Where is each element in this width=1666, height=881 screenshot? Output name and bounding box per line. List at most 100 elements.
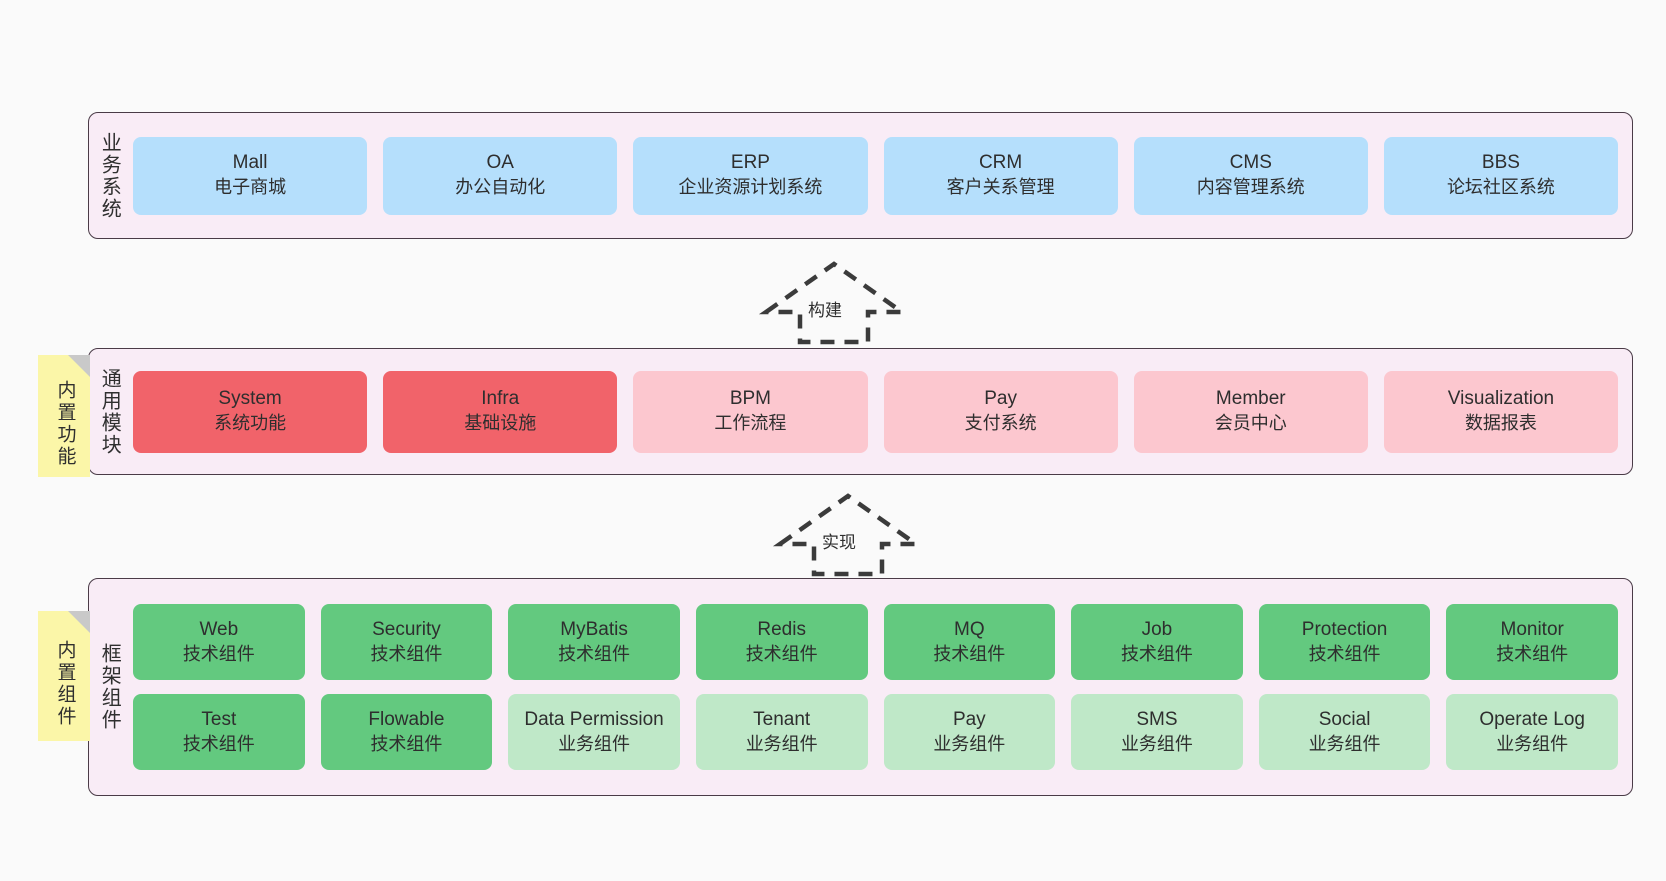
card-subtitle: 业务组件 bbox=[1496, 733, 1569, 754]
card-subtitle: 工作流程 bbox=[714, 413, 787, 434]
card-subtitle: 技术组件 bbox=[1496, 643, 1569, 664]
card-data-permission[interactable]: Data Permission 业务组件 bbox=[508, 694, 680, 770]
card-job[interactable]: Job 技术组件 bbox=[1071, 604, 1243, 680]
sticky-note-builtin-component: 内置组件 bbox=[38, 611, 90, 741]
card-subtitle: 内容管理系统 bbox=[1196, 177, 1305, 198]
card-protection[interactable]: Protection 技术组件 bbox=[1258, 604, 1431, 680]
card-title: Tenant bbox=[753, 708, 811, 730]
card-title: Security bbox=[372, 618, 441, 640]
card-oa[interactable]: OA 办公自动化 bbox=[383, 136, 618, 215]
card-subtitle: 业务组件 bbox=[1308, 733, 1381, 754]
card-title: CRM bbox=[978, 152, 1023, 174]
card-pay-business[interactable]: Pay 业务组件 bbox=[883, 694, 1056, 770]
connector-build-label: 构建 bbox=[806, 296, 844, 321]
card-subtitle: 技术组件 bbox=[745, 643, 818, 664]
card-pay[interactable]: Pay 支付系统 bbox=[883, 370, 1118, 453]
card-visualization[interactable]: Visualization 数据报表 bbox=[1383, 370, 1619, 453]
card-title: Data Permission bbox=[524, 708, 664, 730]
layer-business-system: 业务系统 Mall 电子商城 OA 办公自动化 ERP 企业资源计划系统 CRM… bbox=[88, 112, 1633, 239]
card-title: Pay bbox=[984, 388, 1017, 410]
card-title: BBS bbox=[1481, 152, 1520, 174]
card-subtitle: 企业资源计划系统 bbox=[678, 177, 823, 198]
card-operate-log[interactable]: Operate Log 业务组件 bbox=[1446, 694, 1618, 770]
hollow-arrow-up-icon bbox=[772, 493, 924, 577]
layer-body-framework-component: Web 技术组件 Security 技术组件 MyBatis 技术组件 Redi… bbox=[129, 579, 1632, 795]
hollow-arrow-up-icon bbox=[758, 261, 910, 345]
card-mall[interactable]: Mall 电子商城 bbox=[133, 136, 368, 215]
layer-title-common-module: 通用模块 bbox=[98, 367, 121, 456]
card-subtitle: 技术组件 bbox=[558, 643, 631, 664]
card-subtitle: 业务组件 bbox=[558, 733, 631, 754]
card-subtitle: 业务组件 bbox=[933, 733, 1006, 754]
layer-title-framework-component: 框架组件 bbox=[98, 643, 121, 731]
card-subtitle: 支付系统 bbox=[964, 413, 1037, 434]
card-monitor[interactable]: Monitor 技术组件 bbox=[1446, 604, 1618, 680]
card-title: Monitor bbox=[1500, 618, 1564, 640]
card-subtitle: 基础设施 bbox=[464, 413, 537, 434]
card-subtitle: 会员中心 bbox=[1214, 413, 1287, 434]
sticky-note-builtin-function: 内置功能 bbox=[38, 355, 90, 477]
page-fold-icon bbox=[68, 611, 90, 633]
card-subtitle: 电子商城 bbox=[214, 177, 287, 198]
sticky-note-label: 内置功能 bbox=[54, 380, 76, 468]
card-title: OA bbox=[486, 152, 514, 174]
card-title: Visualization bbox=[1447, 388, 1555, 410]
card-subtitle: 技术组件 bbox=[370, 643, 443, 664]
card-title: Flowable bbox=[368, 708, 445, 730]
card-subtitle: 技术组件 bbox=[1308, 643, 1381, 664]
card-member[interactable]: Member 会员中心 bbox=[1133, 370, 1368, 453]
layer-title-business-system: 业务系统 bbox=[98, 131, 121, 220]
card-redis[interactable]: Redis 技术组件 bbox=[695, 604, 868, 680]
card-title: Web bbox=[199, 618, 239, 640]
card-subtitle: 技术组件 bbox=[1120, 643, 1193, 664]
card-flowable[interactable]: Flowable 技术组件 bbox=[320, 694, 493, 770]
card-web[interactable]: Web 技术组件 bbox=[133, 604, 305, 680]
card-bpm[interactable]: BPM 工作流程 bbox=[633, 370, 868, 453]
sticky-note-label: 内置组件 bbox=[54, 640, 76, 728]
card-subtitle: 客户关系管理 bbox=[946, 177, 1055, 198]
card-cms[interactable]: CMS 内容管理系统 bbox=[1133, 136, 1368, 215]
connector-build-arrow: 构建 bbox=[744, 258, 924, 345]
card-row: Mall 电子商城 OA 办公自动化 ERP 企业资源计划系统 CRM 客户关系… bbox=[133, 136, 1619, 215]
connector-implement-label: 实现 bbox=[820, 528, 858, 553]
card-title: ERP bbox=[730, 152, 770, 174]
card-subtitle: 技术组件 bbox=[933, 643, 1006, 664]
card-subtitle: 系统功能 bbox=[214, 413, 287, 434]
card-infra[interactable]: Infra 基础设施 bbox=[383, 370, 618, 453]
card-row: Web 技术组件 Security 技术组件 MyBatis 技术组件 Redi… bbox=[133, 604, 1618, 680]
card-title: CMS bbox=[1229, 152, 1272, 174]
card-crm[interactable]: CRM 客户关系管理 bbox=[883, 136, 1118, 215]
card-social[interactable]: Social 业务组件 bbox=[1258, 694, 1431, 770]
card-subtitle: 技术组件 bbox=[182, 643, 255, 664]
card-title: BPM bbox=[729, 388, 772, 410]
connector-implement-arrow: 实现 bbox=[758, 490, 938, 577]
layer-body-common-module: System 系统功能 Infra 基础设施 BPM 工作流程 Pay 支付系统… bbox=[129, 349, 1632, 474]
card-subtitle: 办公自动化 bbox=[455, 177, 546, 198]
card-title: Infra bbox=[481, 388, 520, 410]
card-title: MyBatis bbox=[560, 618, 628, 640]
card-title: Test bbox=[201, 708, 237, 730]
card-tenant[interactable]: Tenant 业务组件 bbox=[695, 694, 868, 770]
card-mq[interactable]: MQ 技术组件 bbox=[883, 604, 1056, 680]
card-subtitle: 技术组件 bbox=[182, 733, 255, 754]
card-test[interactable]: Test 技术组件 bbox=[133, 694, 305, 770]
card-title: Job bbox=[1141, 618, 1173, 640]
layer-body-business-system: Mall 电子商城 OA 办公自动化 ERP 企业资源计划系统 CRM 客户关系… bbox=[129, 113, 1632, 238]
card-row: Test 技术组件 Flowable 技术组件 Data Permission … bbox=[133, 694, 1618, 770]
card-row: System 系统功能 Infra 基础设施 BPM 工作流程 Pay 支付系统… bbox=[133, 370, 1619, 453]
card-erp[interactable]: ERP 企业资源计划系统 bbox=[633, 136, 868, 215]
page-fold-icon bbox=[68, 355, 90, 377]
card-title: Operate Log bbox=[1479, 708, 1585, 730]
card-subtitle: 数据报表 bbox=[1464, 413, 1537, 434]
card-sms[interactable]: SMS 业务组件 bbox=[1071, 694, 1243, 770]
card-mybatis[interactable]: MyBatis 技术组件 bbox=[508, 604, 680, 680]
card-subtitle: 业务组件 bbox=[745, 733, 818, 754]
card-subtitle: 业务组件 bbox=[1120, 733, 1193, 754]
card-title: Member bbox=[1215, 388, 1286, 410]
card-subtitle: 论坛社区系统 bbox=[1446, 177, 1555, 198]
card-bbs[interactable]: BBS 论坛社区系统 bbox=[1383, 136, 1619, 215]
card-title: Mall bbox=[232, 152, 268, 174]
card-security[interactable]: Security 技术组件 bbox=[320, 604, 493, 680]
card-system[interactable]: System 系统功能 bbox=[133, 370, 368, 453]
